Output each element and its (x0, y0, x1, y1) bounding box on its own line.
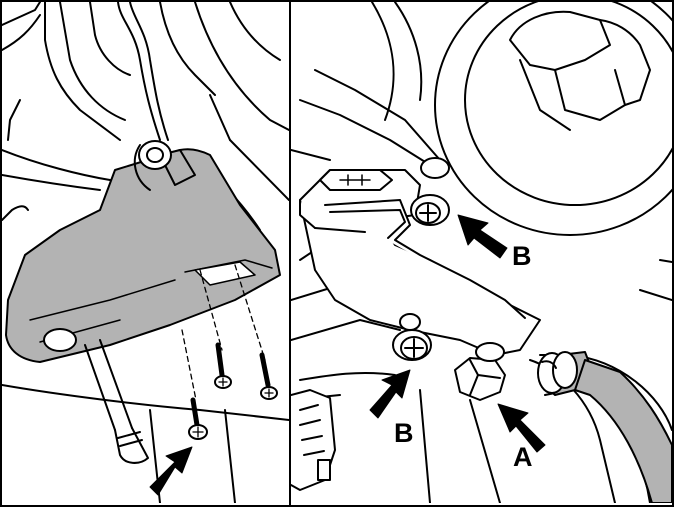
screw-b-upper (410, 157, 450, 226)
arrow-icon (369, 369, 411, 419)
screw-2 (259, 352, 278, 400)
callout-label-b-lower: B (394, 418, 414, 448)
wiring-harness (117, 2, 172, 191)
bracket (299, 169, 541, 356)
screw-3 (188, 397, 208, 440)
mounting-post (291, 389, 336, 491)
callout-label-b-upper: B (512, 241, 532, 271)
callout-label-a: A (513, 442, 533, 472)
screw-1 (214, 342, 232, 389)
left-panel (2, 2, 289, 503)
right-panel: B B A (291, 2, 672, 503)
screw-guide-lines (181, 264, 266, 401)
arrow-icon (457, 214, 508, 259)
arrow-icon (497, 403, 546, 453)
hex-bolt-a (454, 342, 506, 401)
arrow-icon (149, 446, 193, 496)
round-disk (434, 2, 672, 236)
hose (537, 351, 672, 503)
plate-hole (43, 328, 77, 352)
pipe (84, 339, 149, 464)
screw-b-lower (392, 313, 432, 361)
